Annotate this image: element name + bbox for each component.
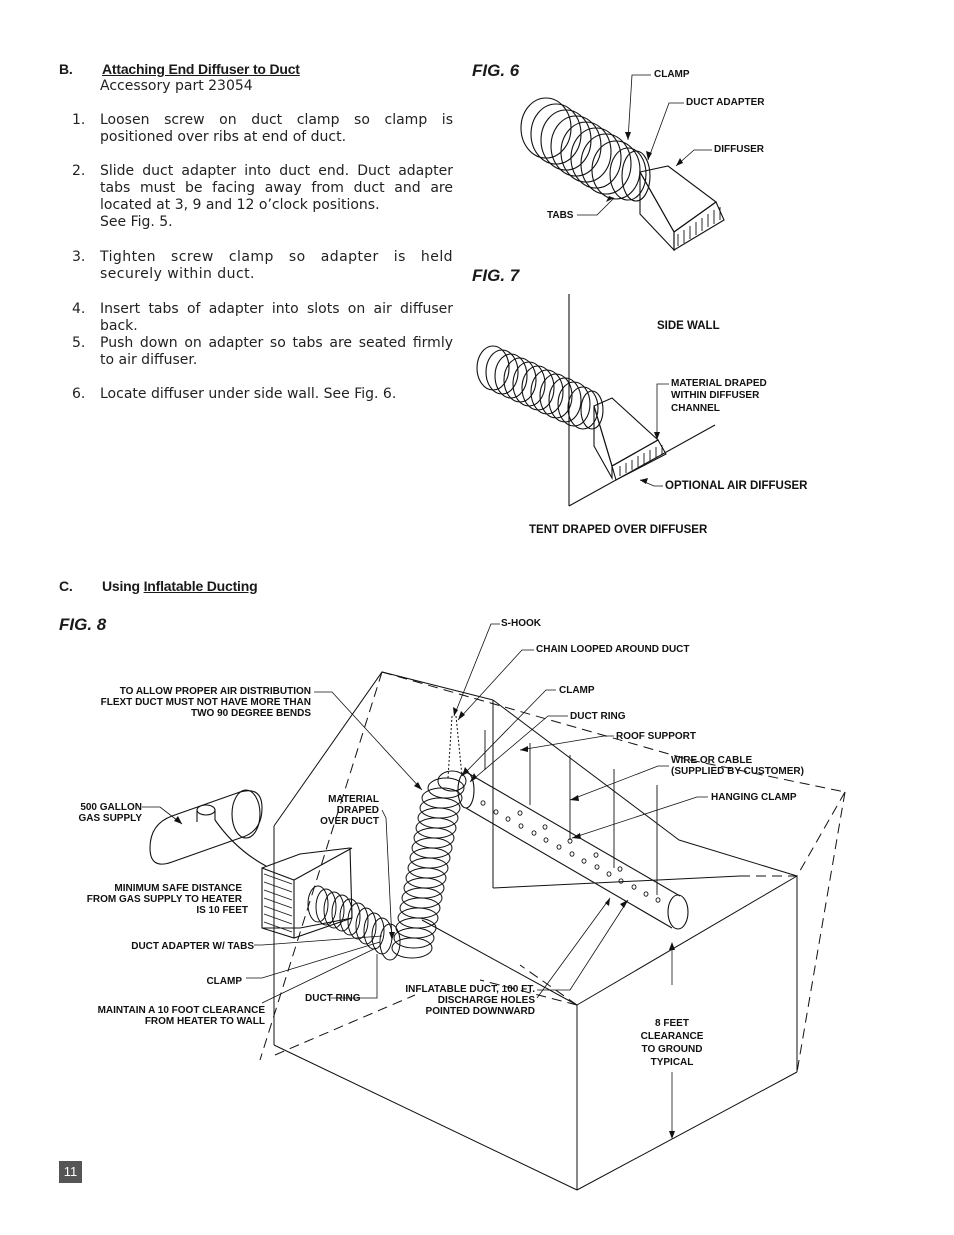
fig7-label-side-wall: SIDE WALL (657, 320, 720, 332)
fig8-label-chain: CHAIN LOOPED AROUND DUCT (536, 644, 690, 655)
step-4: 4. Insert tabs of adapter into slots on … (60, 301, 453, 334)
fig8-label-adapter-tabs: DUCT ADAPTER W/ TABS (131, 941, 254, 952)
fig8-label-clamp-top: CLAMP (559, 685, 595, 696)
fig6-label-diffuser: DIFFUSER (714, 144, 764, 155)
step-text: Insert tabs of adapter into slots on air… (100, 301, 453, 334)
section-c-title-plain: Using (102, 578, 144, 594)
fig8-label-hanging-clamp: HANGING CLAMP (711, 792, 797, 803)
step-5: 5. Push down on adapter so tabs are seat… (60, 335, 453, 371)
fig8-label-material-1: MATERIAL (328, 794, 379, 805)
step-number: 5. (72, 335, 86, 351)
fig8-tent (259, 671, 846, 1191)
fig8-discharge-holes (480, 800, 661, 903)
step-3: 3. Tighten screw clamp so adapter is hel… (60, 249, 453, 285)
fig8-label-inflatable-1: INFLATABLE DUCT, 100 FT. (405, 984, 535, 995)
section-c-letter: C. (59, 578, 73, 594)
fig8-label-wire-2: (SUPPLIED BY CUSTOMER) (671, 766, 804, 777)
fig8-label-roof-support: ROOF SUPPORT (616, 731, 697, 742)
fig8-flex-duct-vertical (391, 770, 467, 959)
step-number: 3. (72, 249, 86, 265)
step-text: Loosen screw on duct clamp so clamp is p… (100, 112, 453, 145)
step-text: Push down on adapter so tabs are seated … (100, 335, 453, 368)
step-number: 6. (72, 386, 86, 402)
fig8-title: FIG. 8 (59, 615, 107, 634)
fig8-label-gas-1: 500 GALLON (80, 802, 142, 813)
fig8-label-material-3: OVER DUCT (320, 816, 379, 827)
fig8-label-gas-2: GAS SUPPLY (78, 813, 142, 824)
fig8-label-safe-3: IS 10 FEET (196, 905, 248, 916)
fig8-label-proper-2: FLEXT DUCT MUST NOT HAVE MORE THAN (100, 697, 311, 708)
fig8-label-clear-2: CLEARANCE (640, 1031, 704, 1042)
fig8-chain (447, 715, 463, 779)
fig8-label-material-2: DRAPED (336, 805, 379, 816)
fig8-label-safe-2: FROM GAS SUPPLY TO HEATER (86, 894, 242, 905)
fig8-gas-tank (149, 789, 267, 867)
fig6-title: FIG. 6 (472, 61, 520, 80)
fig8-label-safe-1: MINIMUM SAFE DISTANCE (114, 883, 242, 894)
fig7-label-material-2: WITHIN DIFFUSER (671, 390, 760, 401)
fig7-label-material-3: CHANNEL (671, 403, 720, 414)
fig8-label-maintain-1: MAINTAIN A 10 FOOT CLEARANCE (97, 1005, 265, 1016)
section-b-subtitle: Accessory part 23054 (100, 78, 253, 94)
fig7-label-tent: TENT DRAPED OVER DIFFUSER (529, 524, 708, 536)
fig8-label-s-hook: S-HOOK (501, 618, 541, 629)
fig8-label-maintain-2: FROM HEATER TO WALL (144, 1016, 265, 1027)
fig7-title: FIG. 7 (472, 266, 520, 285)
step-number: 2. (72, 163, 86, 179)
fig7-diffuser (593, 397, 667, 481)
step-1: 1. Loosen screw on duct clamp so clamp i… (60, 112, 453, 148)
section-c-title-underlined: Inflatable Ducting (143, 578, 258, 594)
fig8-label-inflatable-3: POINTED DOWNWARD (425, 1006, 535, 1017)
step-number: 1. (72, 112, 86, 128)
fig8-label-inflatable-2: DISCHARGE HOLES (437, 995, 535, 1006)
step-number: 4. (72, 301, 86, 317)
fig8-label-duct-ring-top: DUCT RING (570, 711, 626, 722)
fig6-diffuser (639, 165, 725, 252)
fig8-label-clear-3: TO GROUND (641, 1044, 703, 1055)
section-c-title: Using Inflatable Ducting (102, 578, 258, 594)
fig8-label-clamp-bottom: CLAMP (206, 976, 242, 987)
fig6-clamp (621, 150, 651, 202)
step-text: Tighten screw clamp so adapter is held s… (100, 249, 453, 282)
fig6-label-clamp: CLAMP (654, 69, 690, 80)
section-b-letter: B. (59, 61, 73, 77)
fig7-label-optional-diffuser: OPTIONAL AIR DIFFUSER (665, 480, 808, 492)
fig8-label-wire-1: WIRE OR CABLE (671, 755, 753, 766)
step-6: 6. Locate diffuser under side wall. See … (60, 386, 453, 404)
fig8-heater (261, 847, 353, 939)
page-number: 11 (59, 1161, 82, 1183)
fig8-inflatable-duct (457, 771, 689, 930)
fig7-duct (476, 345, 604, 430)
fig6-duct (520, 97, 647, 201)
fig8-flex-duct-horizontal (307, 885, 401, 961)
step-2-figure-ref: See Fig. 5. (100, 214, 173, 230)
fig7-label-material-1: MATERIAL DRAPED (671, 378, 767, 389)
fig8-label-proper-3: TWO 90 DEGREE BENDS (190, 708, 311, 719)
fig6-label-tabs: TABS (547, 210, 574, 221)
section-b-title: Attaching End Diffuser to Duct (102, 61, 300, 77)
fig8-label-clear-1: 8 FEET (655, 1018, 689, 1029)
step-2: 2. Slide duct adapter into duct end. Duc… (60, 163, 453, 233)
step-text: Locate diffuser under side wall. See Fig… (100, 386, 397, 402)
step-text: Slide duct adapter into duct end. Duct a… (100, 163, 453, 213)
fig8-label-duct-ring-bottom: DUCT RING (305, 993, 361, 1004)
fig8-label-proper-1: TO ALLOW PROPER AIR DISTRIBUTION (119, 686, 311, 697)
fig8-label-clear-4: TYPICAL (650, 1057, 694, 1068)
fig6-label-duct-adapter: DUCT ADAPTER (686, 97, 765, 108)
